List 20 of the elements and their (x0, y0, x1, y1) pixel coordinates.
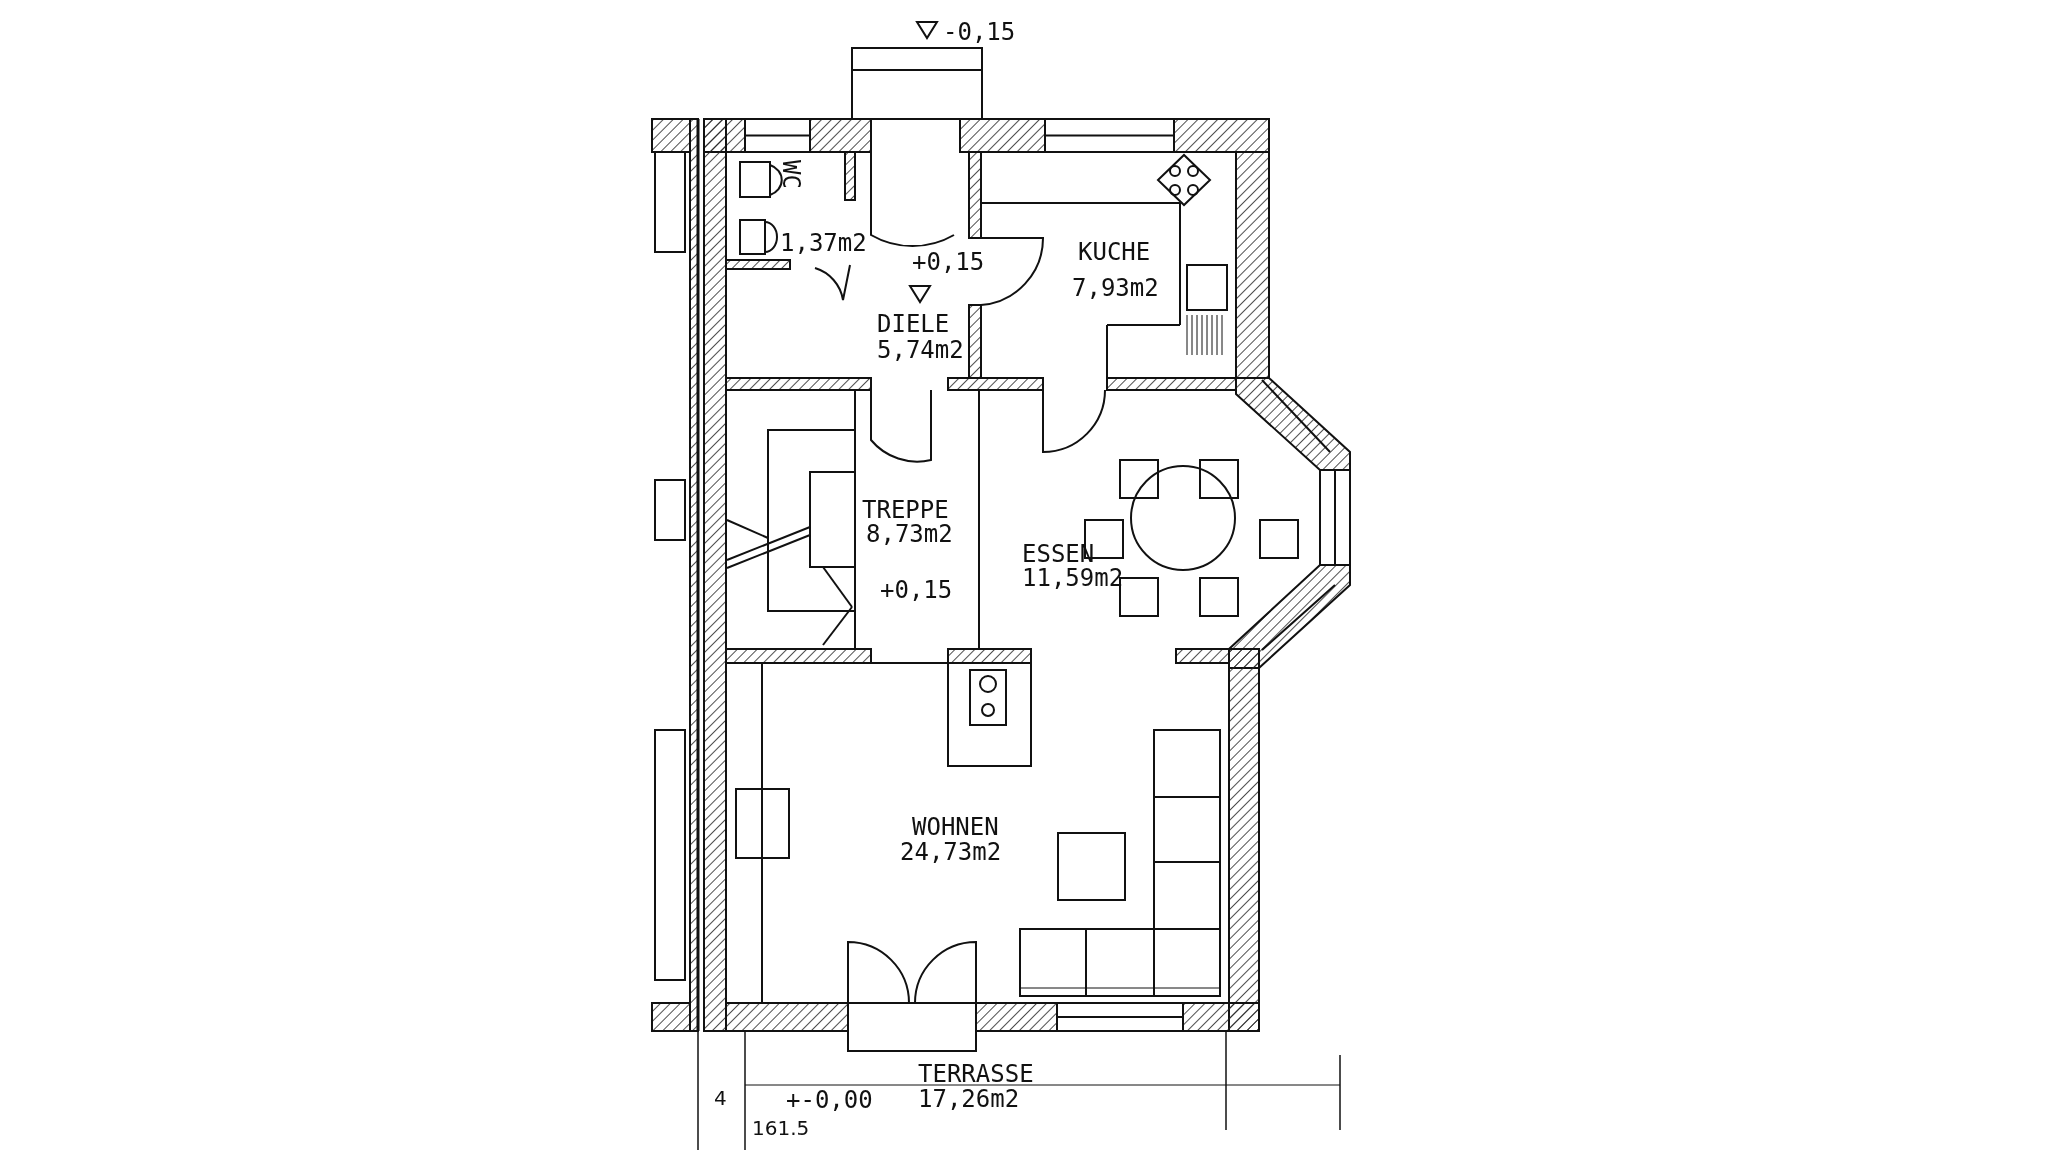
room-area: 1,37m2 (780, 231, 867, 255)
dimension-label: 161.5 (752, 1116, 810, 1140)
room-area: 8,73m2 (866, 522, 953, 546)
room-area: 11,59m2 (1022, 566, 1124, 590)
room-name: WC (779, 160, 803, 189)
room-name: ESSEN (1022, 542, 1095, 566)
room-name: KUCHE (1078, 240, 1151, 264)
level-label: +0,15 (880, 578, 953, 602)
room-area: 7,93m2 (1072, 276, 1159, 300)
level-label: -0,15 (943, 20, 1016, 44)
level-label: +0,15 (912, 250, 985, 274)
room-area: 17,26m2 (918, 1087, 1020, 1111)
dimension-label: 4 (714, 1086, 727, 1110)
room-name: DIELE (877, 312, 950, 336)
level-label: +-0,00 (786, 1088, 873, 1112)
room-area: 24,73m2 (900, 840, 1002, 864)
room-name: TREPPE (862, 498, 949, 522)
room-name: TERRASSE (918, 1062, 1034, 1086)
room-area: 5,74m2 (877, 338, 964, 362)
room-name: WOHNEN (912, 815, 999, 839)
